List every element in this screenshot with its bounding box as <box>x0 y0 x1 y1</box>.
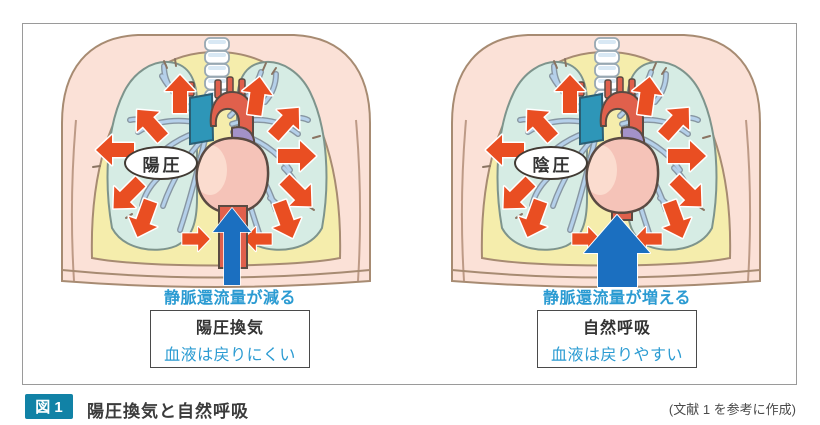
figure-number-badge: 図 1 <box>25 394 73 419</box>
venous-return-arrow-small <box>212 207 252 286</box>
venous-return-arrow-large <box>583 214 651 288</box>
pressure-label-bubble: 陽圧 <box>124 146 198 180</box>
thorax-illustration-positive-pressure <box>60 28 372 288</box>
summary-box-title: 陽圧換気 <box>195 319 264 337</box>
summary-box-natural-breathing: 自然呼吸 血液は戻りやすい <box>537 310 697 368</box>
venous-return-caption: 静脈還流量が減る <box>163 290 297 307</box>
panel-natural-breathing: 陰圧 静脈還流量が増える 自然呼吸 血液は戻りやすい <box>410 23 798 385</box>
summary-box-subtitle: 血液は戻りにくい <box>164 346 296 364</box>
figure-title: 陽圧換気と自然呼吸 <box>87 402 249 421</box>
panel-positive-pressure-ventilation: 陽圧 静脈還流量が減る 陽圧換気 血液は戻りにくい <box>23 23 411 385</box>
thorax-illustration-natural-breathing <box>450 28 762 288</box>
figure-source-note: (文献 1 を参考に作成) <box>668 402 796 417</box>
summary-box-title: 自然呼吸 <box>582 319 651 337</box>
thorax-art <box>62 35 370 287</box>
summary-box-subtitle: 血液は戻りやすい <box>550 346 683 364</box>
pressure-label-bubble: 陰圧 <box>514 146 588 180</box>
venous-return-caption: 静脈還流量が増える <box>542 290 692 307</box>
summary-box-positive-pressure: 陽圧換気 血液は戻りにくい <box>150 310 310 368</box>
